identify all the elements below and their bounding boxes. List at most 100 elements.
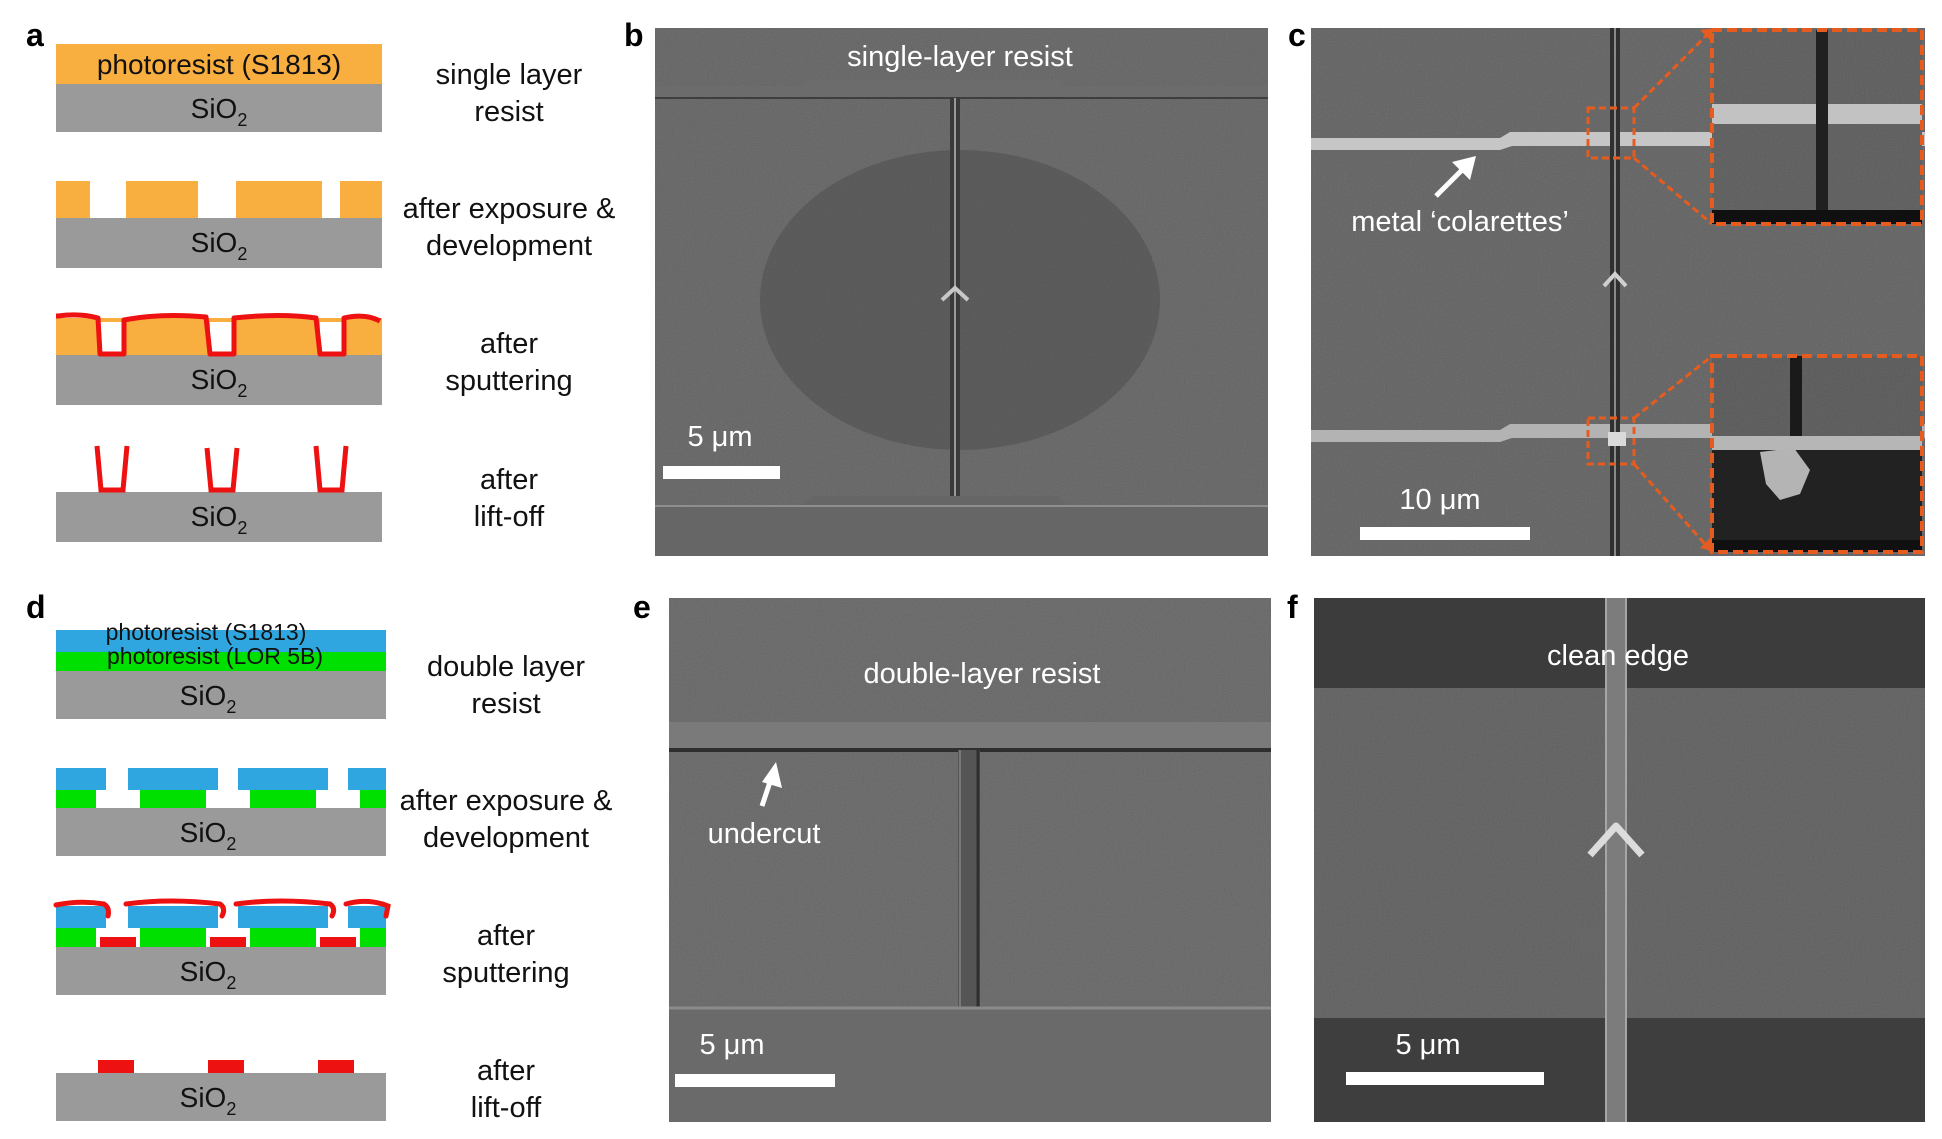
s1813-block	[348, 906, 386, 928]
inset-border	[1710, 354, 1924, 554]
sem-image-e	[669, 598, 1271, 1122]
scale-bar	[663, 466, 780, 479]
inset-border	[1710, 28, 1924, 226]
step-label: resist	[471, 688, 540, 720]
inset-trench	[1816, 30, 1828, 210]
chevron-feature	[940, 285, 970, 302]
panel-label-c: c	[1288, 17, 1306, 53]
resist-edge-top	[655, 80, 1268, 98]
s1813-block	[238, 906, 328, 928]
resist-edge-bottom	[669, 1008, 1271, 1122]
resist-block	[126, 181, 198, 218]
inset-info-bar	[1712, 540, 1922, 552]
sio2-label: SiO2	[180, 956, 237, 993]
zoom-line	[1632, 463, 1714, 553]
step-label: after	[477, 1055, 535, 1087]
inset-info-bar	[1712, 210, 1922, 224]
opening	[210, 322, 234, 355]
panel-label-e: e	[633, 589, 651, 625]
s1813-block	[128, 906, 218, 928]
sio2-label: SiO2	[191, 501, 248, 538]
lor5b-block	[250, 928, 316, 947]
inset-debris	[1760, 448, 1810, 500]
panel-label-a: a	[26, 17, 44, 53]
inset-dark-area	[1712, 450, 1922, 540]
sio2-substrate	[56, 808, 386, 856]
resist-edge-bottom	[655, 496, 1268, 556]
undercut-edge	[669, 722, 1271, 750]
panel-a-step4-diagram: SiO2	[56, 445, 382, 542]
zoom-line	[1632, 28, 1714, 110]
metal-deposit	[210, 937, 246, 947]
inset-metal-edge	[1712, 436, 1922, 450]
panel-a-step2-diagram: SiO2	[56, 181, 382, 268]
sio2-label: SiO2	[180, 817, 237, 854]
step-label: resist	[474, 96, 543, 128]
metal-pad	[98, 1060, 134, 1073]
scale-bar	[675, 1074, 835, 1087]
scale-bar-label: 5 μm	[1395, 1029, 1460, 1061]
panel-b-title: single-layer resist	[847, 41, 1073, 73]
lor5b-block	[140, 790, 206, 808]
metal-pad	[318, 1060, 354, 1073]
sem-image-c	[1311, 28, 1925, 556]
panel-b: b single-layer resist 5 μm	[624, 17, 1268, 556]
arrowhead	[1452, 156, 1476, 180]
annotation-arrow	[1434, 168, 1464, 198]
scale-bar-label: 10 μm	[1399, 484, 1480, 516]
step-label: double layer	[427, 651, 585, 683]
step-label: sputtering	[445, 365, 572, 397]
sio2-substrate	[56, 671, 386, 719]
arrowhead	[762, 762, 782, 788]
photoresist-layer	[56, 44, 382, 84]
inset-top	[1710, 28, 1924, 226]
surface-defect	[1580, 930, 1602, 952]
s1813-block	[56, 906, 106, 928]
zoom-line	[1633, 354, 1713, 420]
sio2-substrate	[56, 492, 382, 542]
panel-label-d: d	[26, 589, 46, 625]
lor5b-block	[140, 928, 206, 947]
sio2-label: SiO2	[180, 1082, 237, 1119]
zoom-box-bottom	[1586, 416, 1636, 466]
panel-d: d photoresist (S1813) photoresist (LOR 5…	[26, 589, 612, 1124]
panel-e-title: double-layer resist	[864, 658, 1101, 690]
panel-f-title: clean edge	[1547, 640, 1689, 672]
lor5b-label: photoresist (LOR 5B)	[107, 643, 323, 669]
step-label: lift-off	[474, 501, 545, 533]
photoresist-label: photoresist (S1813)	[97, 49, 341, 80]
step-label: after	[480, 464, 538, 496]
s1813-block	[128, 768, 218, 790]
lor5b-block	[56, 790, 96, 808]
sem-image-f	[1314, 598, 1925, 1122]
step-label: after	[480, 328, 538, 360]
sio2-label: SiO2	[191, 93, 248, 130]
sio2-label: SiO2	[191, 227, 248, 264]
panel-label-b: b	[624, 17, 644, 53]
opening	[320, 322, 344, 355]
scale-bar-label: 5 μm	[699, 1029, 764, 1061]
sio2-substrate	[56, 355, 382, 405]
resist-block	[56, 181, 90, 218]
step-label: single layer	[436, 59, 583, 91]
metal-colarette	[94, 445, 130, 493]
waveguide-trench	[958, 750, 980, 1008]
lor5b-block	[360, 928, 386, 947]
scale-bar	[1360, 527, 1530, 540]
inset-bottom	[1710, 354, 1924, 554]
s1813-block	[238, 768, 328, 790]
scale-bar	[1346, 1072, 1544, 1085]
sio2-substrate	[56, 218, 382, 268]
step-label: after	[477, 920, 535, 952]
s1813-block	[348, 768, 386, 790]
resist-block	[340, 181, 382, 218]
annotation-arrow	[759, 781, 773, 807]
chevron-feature	[1587, 822, 1645, 858]
panel-a-step3-diagram: SiO2	[55, 312, 382, 405]
sio2-label: SiO2	[191, 364, 248, 401]
panel-a: a photoresist (S1813) SiO2 SiO2 SiO2	[26, 17, 615, 542]
sputtered-metal	[55, 312, 382, 357]
sio2-substrate	[56, 1073, 386, 1121]
undercut-annotation: undercut	[708, 818, 821, 850]
